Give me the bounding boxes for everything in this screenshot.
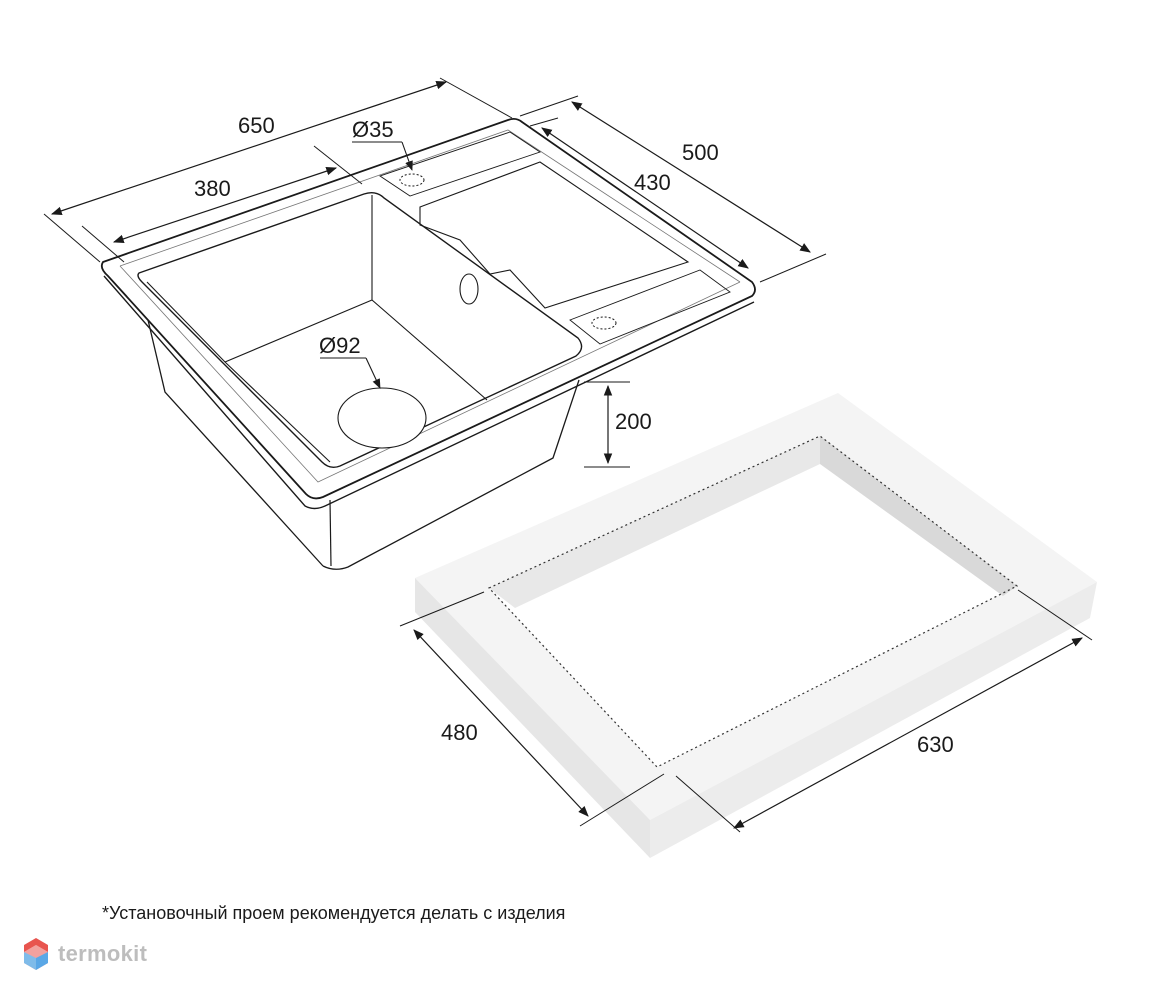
dimension-200-label: 200 — [615, 409, 652, 434]
brand-logo[interactable]: termokit — [22, 936, 147, 972]
brand-name: termokit — [58, 941, 148, 966]
dimension-480-line — [413, 629, 589, 817]
faucet-hole-label: Ø35 — [352, 117, 394, 142]
dimension-380-line — [112, 166, 338, 244]
installation-note: *Установочный проем рекомендуется делать… — [102, 903, 566, 923]
sink-body-bottom — [322, 379, 580, 570]
countertop-cutout: 480 630 — [399, 393, 1097, 858]
overflow-hole — [459, 273, 479, 305]
sink-deck-outline — [100, 117, 756, 500]
cutout-outline — [487, 435, 1019, 768]
sink-body-left — [147, 319, 324, 567]
sink-dimensions: 650 380 500 430 Ø35 Ø92 200 — [43, 77, 827, 468]
dimension-630-label: 630 — [917, 732, 954, 757]
dimension-650-label: 650 — [238, 113, 275, 138]
faucet-hole-left — [399, 173, 425, 187]
drain-hole — [337, 387, 427, 449]
dimension-500-label: 500 — [682, 140, 719, 165]
dimension-380-label: 380 — [194, 176, 231, 201]
termokit-logo-icon — [24, 938, 48, 970]
faucet-hole-leader — [401, 141, 413, 171]
dimension-430-line — [541, 127, 749, 269]
dimension-480-label: 480 — [441, 720, 478, 745]
drain-hole-label: Ø92 — [319, 333, 361, 358]
dimension-650-line — [50, 80, 448, 216]
cutout-back-wall — [489, 436, 820, 608]
countertop-front-right — [650, 582, 1097, 858]
sink-deck-lower-edge — [103, 275, 755, 510]
countertop-front-left — [415, 578, 650, 858]
cutout-right-wall — [820, 436, 1017, 596]
faucet-hole-right — [591, 316, 617, 330]
dimension-430-label: 430 — [634, 170, 671, 195]
drain-hole-leader — [365, 357, 381, 389]
dimension-630-line — [733, 637, 1083, 829]
